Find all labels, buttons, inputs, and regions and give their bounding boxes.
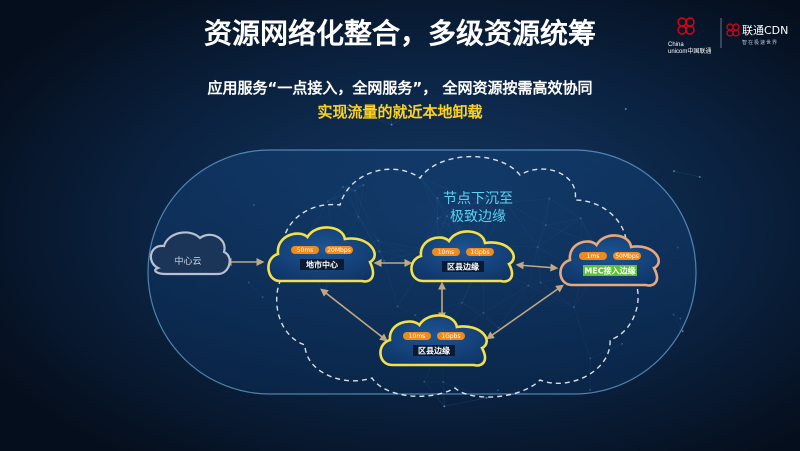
cdn-logo-name: 联通CDN xyxy=(742,24,788,37)
node-label: 区县边缘 xyxy=(447,262,479,272)
metric-latency-text: 50ms xyxy=(297,247,314,254)
node-label: 区县边缘 xyxy=(418,346,450,356)
metric-latency-text: 1ms xyxy=(587,253,600,260)
metric-bandwidth-text: 1Gpbs xyxy=(470,249,489,256)
page-title: 资源网络化整合，多级资源统筹 xyxy=(204,17,596,50)
center-cloud-shape xyxy=(149,231,231,276)
edge-cloud-shape xyxy=(410,230,515,283)
metric-pill-bandwidth xyxy=(613,252,641,260)
metric-pill-bandwidth xyxy=(466,248,494,256)
cdn-knot-icon xyxy=(726,23,740,37)
annotation-line-1: 节点下沉至 xyxy=(443,191,513,207)
node-label: MEC接入边缘 xyxy=(584,266,635,276)
node-center-cloud: 中心云 xyxy=(149,231,231,276)
node-label-box xyxy=(442,261,484,272)
metric-latency-text: 10ms xyxy=(409,333,426,340)
unicom-logo: China unicom中国联通 xyxy=(668,17,711,55)
metric-latency-text: 10ms xyxy=(438,249,455,256)
subtitle: 应用服务“一点接入，全网服务”， 全网资源按需高效协同 xyxy=(208,79,593,97)
node-label-box xyxy=(583,265,637,276)
node-county-edge-bottom: 10ms 1Gpbs 区县边缘 xyxy=(379,314,488,367)
metric-bandwidth-text: 1Gpbs xyxy=(441,333,460,340)
annotation-line-2: 极致边缘 xyxy=(450,209,506,225)
unicom-logo-line2: unicom中国联通 xyxy=(668,47,711,55)
cdn-logo-tagline: 智在极速世界 xyxy=(742,39,778,46)
connection-arrows xyxy=(223,258,564,342)
metric-pill-latency xyxy=(403,332,431,340)
metric-pill-latency xyxy=(432,248,460,256)
cdn-logo: 联通CDN 智在极速世界 xyxy=(726,23,788,46)
arrow-county-bottom-to-mec xyxy=(486,284,564,340)
arrow-county-top-to-mec xyxy=(515,261,559,272)
node-city-center: 50ms 20Mbps 地市中心 xyxy=(267,226,376,283)
node-county-edge-top: 10ms 1Gpbs 区县边缘 xyxy=(410,230,515,283)
metric-bandwidth-text: 20Mbps xyxy=(327,247,351,254)
node-label: 地市中心 xyxy=(306,260,338,270)
unicom-logo-line1: China xyxy=(668,42,684,48)
center-cloud-label: 中心云 xyxy=(174,255,201,267)
metric-pill-latency xyxy=(579,252,607,260)
unicom-knot-icon xyxy=(677,17,695,35)
metric-pill-latency xyxy=(291,246,319,254)
highlight-text: 实现流量的就近本地卸载 xyxy=(317,103,482,121)
node-label-box xyxy=(300,259,344,270)
node-label-box xyxy=(413,345,455,356)
metric-pill-bandwidth xyxy=(437,332,465,340)
edge-cloud-shape xyxy=(379,314,488,367)
arrow-city-to-county-bottom xyxy=(320,288,388,342)
metric-pill-bandwidth xyxy=(325,246,353,254)
edge-cloud-shape xyxy=(267,226,376,283)
metric-bandwidth-text: 50Mbps xyxy=(615,253,639,260)
